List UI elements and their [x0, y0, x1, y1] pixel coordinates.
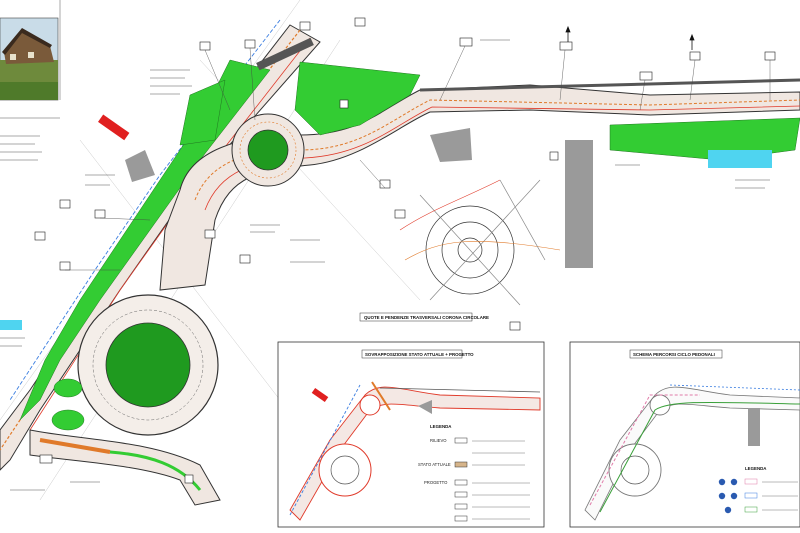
inset-cycle-panel: SCHEMA PERCORSI CICLO PEDONALI LEGENDA: [569, 341, 800, 528]
annotation-labels: [34, 17, 776, 484]
leader-lines: [65, 45, 771, 271]
overlay-legend-1: RILIEVO: [430, 438, 447, 443]
building-block-2: [430, 128, 472, 162]
house-photo: [0, 17, 59, 101]
green-verge-upper: [179, 79, 226, 146]
overlay-legend-2: STATO ATTUALE: [418, 462, 451, 467]
overlay-legend-title: LEGENDA: [430, 424, 452, 429]
overlay-legend-3: PROGETTO: [424, 480, 448, 485]
roundabout-lower: [77, 294, 219, 436]
green-island-2: [51, 409, 85, 431]
building-block-3: [125, 150, 155, 182]
annotation-text: [0, 39, 770, 491]
water-feature: [708, 150, 772, 168]
pedestrian-icon: [718, 478, 726, 500]
roundabout-detail-sketch: [399, 179, 561, 306]
green-area-north: [294, 61, 421, 136]
north-arrow-icon: [565, 25, 695, 50]
red-marker: [98, 114, 130, 141]
inset-cycle-title: SCHEMA PERCORSI CICLO PEDONALI: [633, 352, 715, 357]
green-island-1: [53, 378, 83, 398]
section-title: QUOTE E PENDENZE TRASVERSALI CORONA CIRC…: [364, 315, 489, 320]
building-block-1: [565, 140, 593, 268]
building-block-4: [256, 37, 314, 71]
inset-overlay-panel: SOVRAPPOSIZIONE STATO ATTUALE + PROGETTO…: [277, 341, 545, 528]
cycle-legend-title: LEGENDA: [745, 466, 767, 471]
bicycle-icon: [724, 478, 738, 514]
roundabout-upper: [231, 113, 305, 187]
blue-tag: [0, 320, 22, 330]
inset-overlay-title: SOVRAPPOSIZIONE STATO ATTUALE + PROGETTO: [365, 352, 474, 357]
